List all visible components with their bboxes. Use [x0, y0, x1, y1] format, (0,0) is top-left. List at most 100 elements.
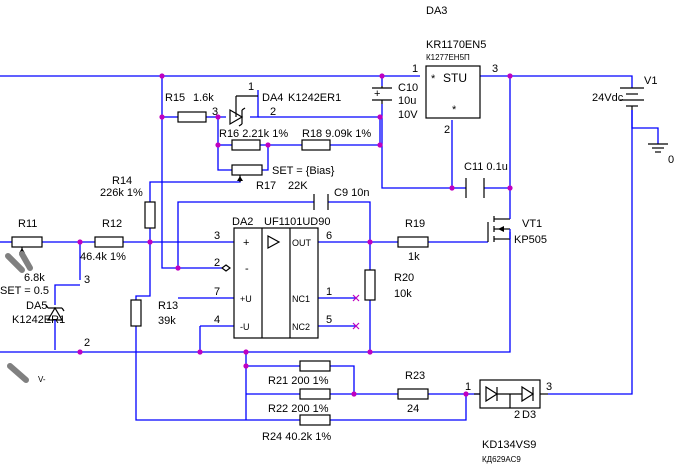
c9-label: C9 10n — [334, 187, 369, 199]
da2-opamp: + - OUT +U -U NC1 NC2 DA2 UF1101UD90 3 2… — [214, 216, 360, 339]
r23-value: 24 — [407, 403, 419, 415]
da2-plus: + — [243, 237, 249, 249]
r17-ref: R17 — [256, 180, 276, 192]
r11-set: SET = 0.5 — [0, 285, 49, 297]
da3-alt: К1277ЕН5П — [426, 53, 470, 62]
c10-capacitor: + C10 10u 10V — [372, 82, 418, 121]
da2-nc2-label: NC2 — [292, 322, 310, 332]
c9-capacitor: C9 10n — [313, 187, 369, 210]
r12-resistor: R12 46.4k 1% — [80, 218, 126, 263]
r22-label: R22 200 1% — [268, 403, 329, 415]
r17-potentiometer: SET = {Bias} R17 22K — [231, 164, 335, 192]
da2-pin4: 4 — [214, 314, 220, 326]
da2-neg-label: -U — [240, 322, 250, 332]
r14-resistor: R14 226k 1% — [100, 175, 156, 229]
r13-value: 39k — [158, 315, 176, 327]
r17-value: 22K — [288, 180, 308, 192]
da4-part: K1242ER1 — [288, 92, 341, 104]
da2-pin3: 3 — [214, 230, 220, 242]
r16-resistor: R16 2.21k 1% — [219, 128, 288, 151]
da2-inv-marker — [221, 264, 231, 272]
da4-pin3: 3 — [212, 106, 218, 118]
r24-label: R24 40.2k 1% — [262, 431, 331, 443]
r19-value: 1k — [408, 251, 420, 263]
da2-minus: - — [245, 263, 249, 275]
da2-pin7: 7 — [214, 286, 220, 298]
da4-pin1: 1 — [248, 81, 254, 93]
d3-ref: D3 — [522, 409, 536, 421]
da3-regulator: * STU * DA3 KR1170EN5 К1277ЕН5П 1 3 2 — [412, 5, 498, 136]
r18-resistor: R18 9.09k 1% — [301, 128, 371, 151]
da2-out-label: OUT — [292, 238, 312, 248]
r11-value: 6.8k — [24, 272, 45, 284]
da3-ref: DA3 — [426, 5, 447, 17]
da4-pin2: 2 — [270, 106, 276, 118]
r11-ref: R11 — [18, 218, 37, 230]
da2-pin6: 6 — [326, 230, 332, 242]
da4-shunt-regulator: 1 2 3 DA4 K1242ER1 — [212, 81, 341, 127]
vt1-part: KP505 — [514, 234, 547, 246]
r16-label: R16 2.21k 1% — [219, 128, 288, 140]
r22-resistor: R22 200 1% — [268, 388, 331, 415]
da3-pin1: 1 — [412, 63, 418, 75]
r20-ref: R20 — [394, 272, 414, 284]
da5-pin2: 2 — [84, 337, 90, 349]
r23-resistor: R23 24 — [397, 370, 429, 415]
da2-pin2: 2 — [214, 257, 220, 269]
r21-resistor: R21 200 1% — [268, 360, 331, 387]
c10-value: 10u — [398, 95, 416, 107]
c10-plus: + — [374, 88, 380, 100]
r12-ref: R12 — [102, 218, 122, 230]
r14-ref: R14 — [112, 175, 132, 187]
vt1-ref: VT1 — [522, 218, 542, 230]
r13-ref: R13 — [158, 300, 178, 312]
da4-ref: DA4 — [262, 92, 283, 104]
d3-alt: КД629АС9 — [482, 455, 521, 464]
r15-resistor: R15 1.6k — [165, 92, 214, 123]
da2-nc1-label: NC1 — [292, 294, 310, 304]
da3-pin2: 2 — [444, 124, 450, 136]
d3-pin3: 3 — [546, 381, 552, 393]
r23-ref: R23 — [405, 370, 425, 382]
r18-label: R18 9.09k 1% — [302, 128, 371, 140]
junction-dots — [77, 73, 513, 397]
da3-pin3: 3 — [492, 63, 498, 75]
vminus-label: V- — [38, 375, 46, 384]
r14-value: 226k 1% — [100, 187, 143, 199]
r19-ref: R19 — [405, 218, 425, 230]
da2-pin5: 5 — [326, 314, 332, 326]
da5-shunt-regulator: 3 2 DA5 K1242ER1 — [12, 274, 90, 349]
ground-label: 0 — [668, 154, 674, 166]
da2-pin1: 1 — [326, 286, 332, 298]
ground-symbol: 0 — [648, 143, 674, 166]
c10-ref: C10 — [398, 82, 418, 94]
da3-body-label: STU — [443, 71, 467, 85]
d3-pin1: 1 — [465, 381, 471, 393]
c11-capacitor: C11 0.1u — [464, 161, 508, 198]
r24-resistor: R24 40.2k 1% — [262, 414, 331, 443]
r20-potentiometer: R20 10k — [364, 269, 414, 301]
v1-battery: V1 24Vdc — [592, 75, 657, 110]
da2-ref: DA2 — [232, 216, 253, 228]
r11-probe — [5, 253, 25, 273]
r12-value: 46.4k 1% — [80, 251, 126, 263]
vt1-mosfet: VT1 KP505 — [487, 216, 547, 246]
r19-resistor: R19 1k — [397, 218, 429, 263]
r20-value: 10k — [394, 288, 412, 300]
da3-star: * — [431, 73, 436, 85]
c11-label: C11 0.1u — [464, 161, 508, 173]
r11-potentiometer: R11 6.8k SET = 0.5 — [0, 218, 49, 297]
da2-pos-label: +U — [240, 294, 252, 304]
da3-star2: * — [452, 104, 457, 116]
d3-part: KD134VS9 — [482, 439, 536, 451]
r13-resistor: R13 39k — [130, 299, 178, 327]
r17-set: SET = {Bias} — [272, 165, 335, 177]
c10-voltage: 10V — [398, 109, 418, 121]
da3-part: KR1170EN5 — [426, 39, 486, 51]
da5-part: K1242ER1 — [12, 314, 65, 326]
r15-ref: R15 — [165, 92, 185, 104]
v1-ref: V1 — [644, 75, 657, 87]
vminus-probe: V- — [7, 363, 46, 384]
v1-value: 24Vdc — [592, 92, 624, 104]
